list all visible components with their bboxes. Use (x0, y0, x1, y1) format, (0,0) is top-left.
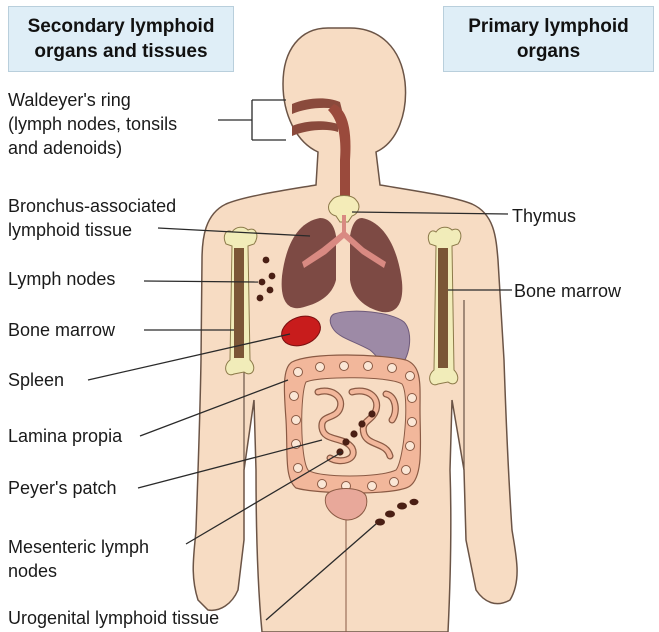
label-mesenteric-line-1: Mesenteric lymph (8, 535, 149, 559)
label-waldeyer-ring: Waldeyer's ring (lymph nodes, tonsils an… (8, 88, 177, 160)
label-lymph-nodes: Lymph nodes (8, 267, 115, 291)
primary-header-line-2: organs (517, 39, 580, 64)
primary-organs-header: Primary lymphoid organs (443, 6, 654, 72)
label-urogenital-lymphoid-tissue: Urogenital lymphoid tissue (8, 606, 219, 630)
label-thymus: Thymus (512, 204, 576, 228)
label-spleen: Spleen (8, 368, 64, 392)
label-waldeyer-line-2: (lymph nodes, tonsils (8, 112, 177, 136)
label-peyers-patch: Peyer's patch (8, 476, 117, 500)
primary-header-line-1: Primary lymphoid (468, 14, 629, 39)
secondary-header-line-1: Secondary lymphoid (28, 14, 215, 39)
label-mesenteric-line-2: nodes (8, 559, 149, 583)
label-lamina-propia: Lamina propia (8, 424, 122, 448)
label-bone-marrow-right: Bone marrow (514, 279, 621, 303)
secondary-organs-header: Secondary lymphoid organs and tissues (8, 6, 234, 72)
label-balt-line-2: lymphoid tissue (8, 218, 176, 242)
label-waldeyer-line-1: Waldeyer's ring (8, 88, 177, 112)
label-balt-line-1: Bronchus-associated (8, 194, 176, 218)
secondary-header-line-2: organs and tissues (34, 39, 207, 64)
label-waldeyer-line-3: and adenoids) (8, 136, 177, 160)
label-bone-marrow-left: Bone marrow (8, 318, 115, 342)
label-mesenteric-lymph-nodes: Mesenteric lymph nodes (8, 535, 149, 583)
label-balt: Bronchus-associated lymphoid tissue (8, 194, 176, 242)
